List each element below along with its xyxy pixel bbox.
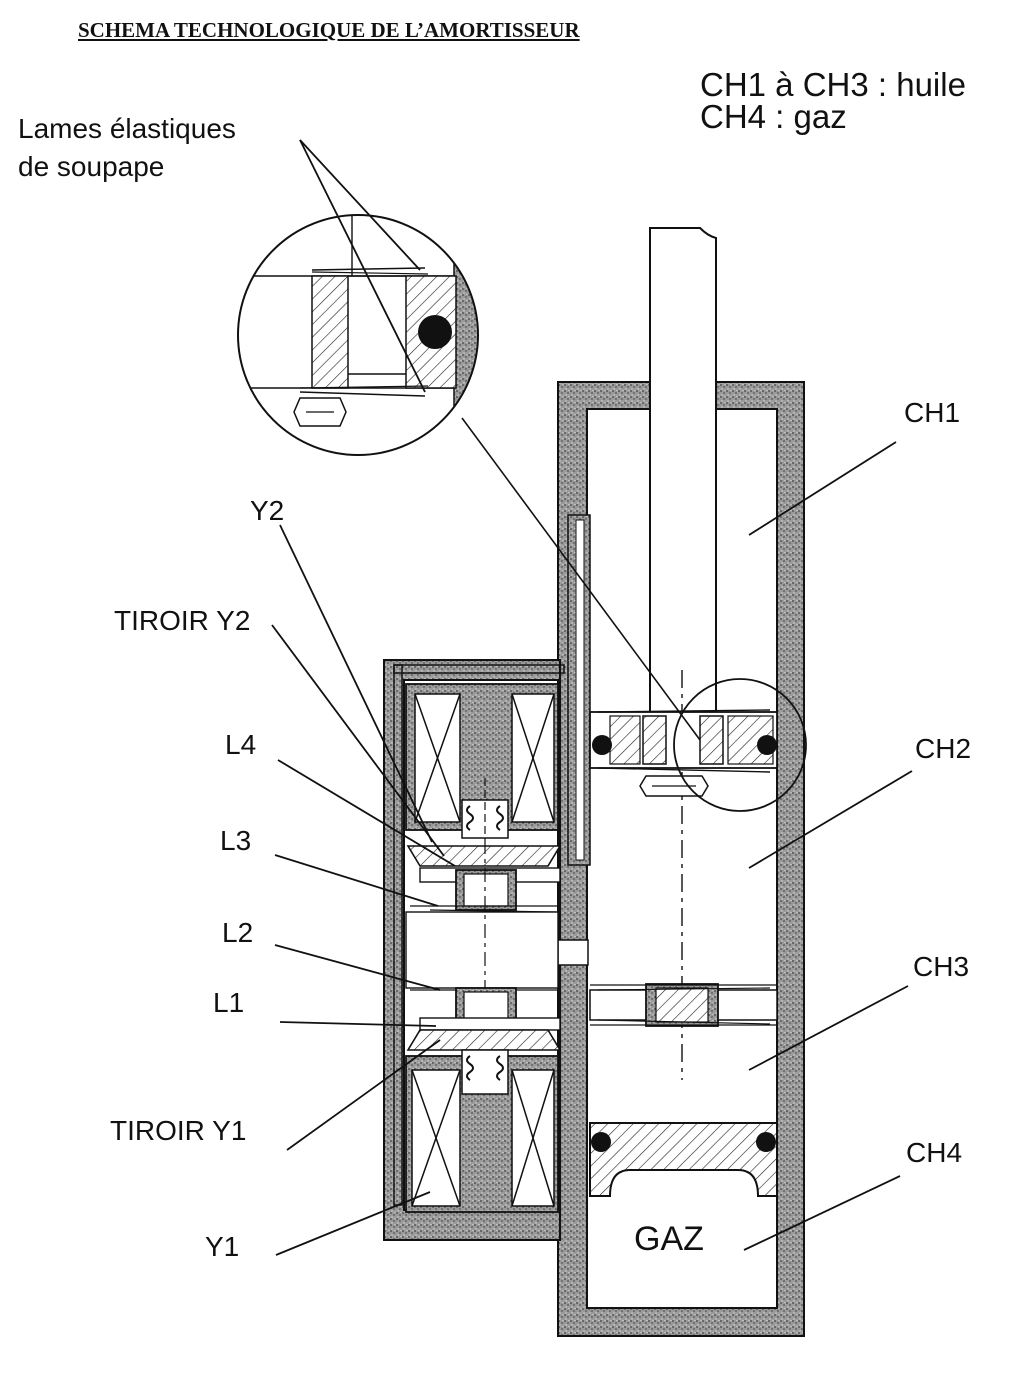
label-lames-line2: de soupape (18, 151, 165, 182)
solenoid-y1 (405, 1049, 559, 1213)
label-lames-line1: Lames élastiques (18, 113, 236, 144)
label-l3: L3 (220, 825, 252, 856)
valve-stack (405, 840, 562, 1118)
label-l4: L4 (225, 729, 257, 760)
label-tiroir-y1: TIROIR Y1 (110, 1115, 247, 1146)
solenoid-y2 (405, 683, 559, 840)
label-ch2: CH2 (915, 733, 972, 764)
valve-block-housing (383, 514, 591, 1241)
label-y2: Y2 (250, 495, 285, 526)
leader-lines (271, 139, 913, 1256)
piston-rod (649, 227, 717, 1080)
label-l1: L1 (213, 987, 245, 1018)
legend-gas: CH4 : gaz (700, 98, 847, 135)
legend-oil: CH1 à CH3 : huile (700, 66, 966, 103)
label-ch3: CH3 (913, 951, 970, 982)
label-tiroir-y2: TIROIR Y2 (114, 605, 251, 636)
floating-piston (589, 1122, 778, 1197)
label-ch4: CH4 (906, 1137, 963, 1168)
base-valve (589, 983, 778, 1027)
label-y1: Y1 (205, 1231, 240, 1262)
label-l2: L2 (222, 917, 254, 948)
page-title: SCHEMA TECHNOLOGIQUE DE L’AMORTISSEUR (78, 18, 580, 42)
label-ch1: CH1 (904, 397, 961, 428)
main-piston (589, 678, 807, 812)
gas-chamber-label: GAZ (634, 1220, 704, 1258)
